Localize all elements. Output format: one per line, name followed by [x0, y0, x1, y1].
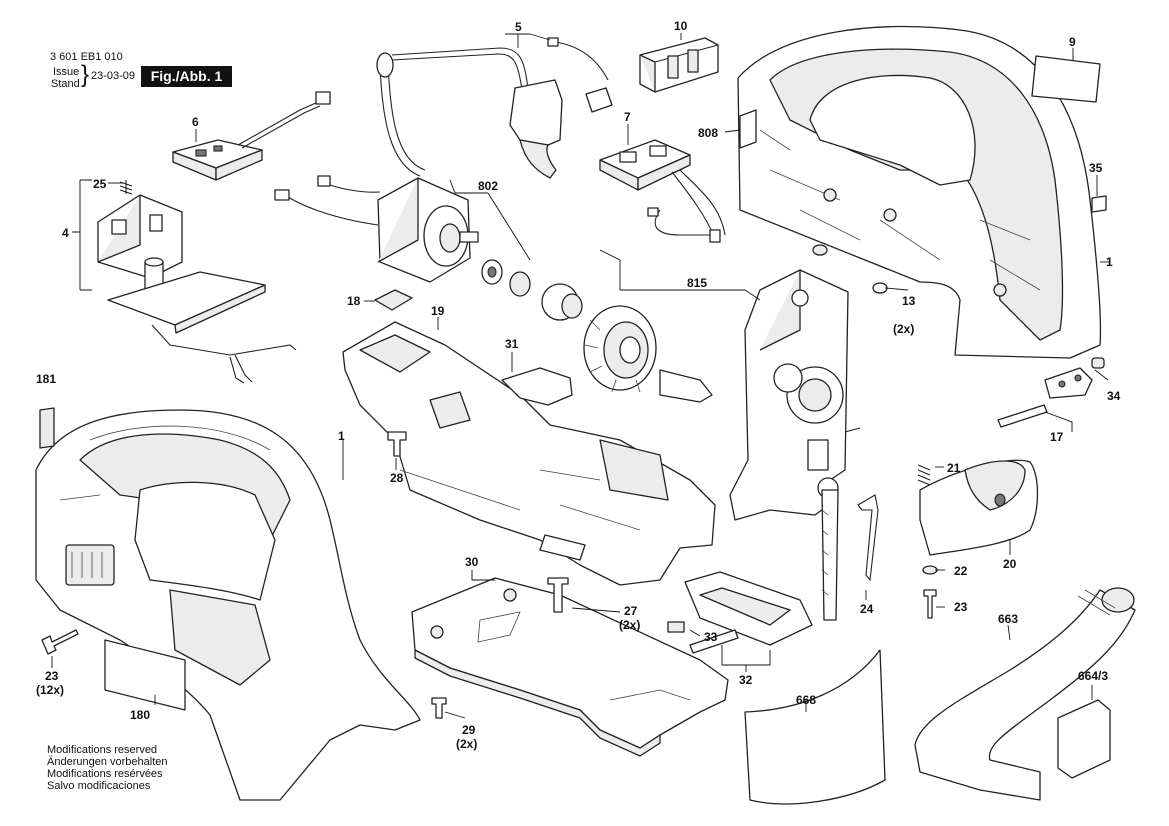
part-815-gear-assembly — [583, 305, 713, 403]
part-10-connector-block — [639, 37, 719, 93]
leader-lines — [51, 33, 1110, 719]
header-brace: } — [81, 61, 90, 88]
mods-line-en: Modifications reserved — [47, 744, 158, 756]
label-29: 29 — [462, 723, 476, 737]
label-21: 21 — [947, 461, 961, 475]
part-17-roller-support — [997, 357, 1105, 428]
label-34: 34 — [1107, 389, 1121, 403]
part-668-cover — [744, 649, 886, 805]
label-19: 19 — [431, 304, 445, 318]
label-802: 802 — [478, 179, 498, 193]
label-6: 6 — [192, 115, 199, 129]
part-29-screw — [431, 697, 447, 719]
label-27: 27 — [624, 604, 638, 618]
mods-line-es: Salvo modificaciones — [47, 780, 151, 792]
figure-badge: Fig./Abb. 1 — [141, 66, 232, 87]
label-28: 28 — [390, 471, 404, 485]
mods-line-fr: Modifications resérvées — [47, 768, 163, 780]
label-4: 4 — [62, 226, 69, 240]
label-31: 31 — [505, 337, 519, 351]
part-30-foot-plate — [411, 577, 729, 757]
label-30: 30 — [465, 555, 479, 569]
label-27-qty: (2x) — [619, 618, 640, 632]
label-23-right: 23 — [954, 600, 968, 614]
issue-label: Issue — [53, 66, 80, 78]
part-33-screw — [667, 621, 685, 633]
part-23-screw-left — [41, 629, 79, 655]
part-808-label-sheet — [739, 109, 757, 149]
label-5: 5 — [515, 20, 522, 34]
label-22: 22 — [954, 564, 968, 578]
part-labels: 5 10 9 6 7 808 35 25 4 802 1 18 19 815 1… — [36, 19, 1121, 751]
part-32-shoe-adjuster — [684, 571, 813, 654]
stand-label: Stand — [51, 78, 80, 90]
part-22-washer — [922, 565, 938, 575]
label-32: 32 — [739, 673, 753, 687]
part-664-3-bracket — [1057, 699, 1111, 779]
part-20-blade-guard — [917, 459, 1039, 556]
part-663-dust-adapter — [914, 587, 1136, 801]
part-27-screw — [547, 577, 569, 613]
part-9-label-sheet — [1031, 55, 1101, 103]
label-33: 33 — [704, 630, 718, 644]
part-181-label — [39, 407, 55, 449]
label-668: 668 — [796, 693, 816, 707]
part-1-right-housing — [737, 25, 1102, 359]
label-17: 17 — [1050, 430, 1064, 444]
label-10: 10 — [674, 19, 688, 33]
label-9: 9 — [1069, 35, 1076, 49]
part-802-motor — [377, 177, 583, 321]
part-19-base-frame — [342, 321, 716, 586]
part-18-square-nut — [374, 289, 413, 311]
label-808: 808 — [698, 126, 718, 140]
label-181: 181 — [36, 372, 56, 386]
part-6-electronics-board — [172, 91, 331, 181]
issue-date: 23-03-09 — [91, 70, 136, 82]
part-35-label — [1091, 195, 1107, 213]
modifications-notice: Modifications reserved Änderungen vorbeh… — [47, 744, 167, 792]
label-25: 25 — [93, 177, 107, 191]
doc-number: 3 601 EB1 010 — [50, 51, 123, 63]
part-24-guide-wire — [857, 494, 879, 582]
label-29-qty: (2x) — [456, 737, 477, 751]
part-23-screw-right — [923, 589, 937, 619]
part-7-module — [599, 139, 726, 243]
label-18: 18 — [347, 294, 361, 308]
label-7: 7 — [624, 110, 631, 124]
part-31-clip — [501, 367, 573, 406]
label-13: 13 — [902, 294, 916, 308]
label-35: 35 — [1089, 161, 1103, 175]
part-4-switch-assembly — [97, 180, 297, 384]
label-664-3: 664/3 — [1078, 669, 1108, 683]
part-28-screw — [387, 431, 407, 457]
label-1-right: 1 — [1106, 255, 1113, 269]
label-180: 180 — [130, 708, 150, 722]
part-815-gear-case — [729, 269, 861, 621]
label-1-left: 1 — [338, 429, 345, 443]
part-180-label-sheet — [104, 639, 186, 711]
label-815: 815 — [687, 276, 707, 290]
label-23-left-qty: (12x) — [36, 683, 64, 697]
part-5-wiring-harness — [274, 37, 613, 226]
label-24: 24 — [860, 602, 874, 616]
label-23-left: 23 — [45, 669, 59, 683]
label-13-qty: (2x) — [893, 322, 914, 336]
label-663: 663 — [998, 612, 1018, 626]
mods-line-de: Änderungen vorbehalten — [47, 756, 168, 768]
part-1-left-housing — [35, 409, 421, 801]
label-20: 20 — [1003, 557, 1017, 571]
